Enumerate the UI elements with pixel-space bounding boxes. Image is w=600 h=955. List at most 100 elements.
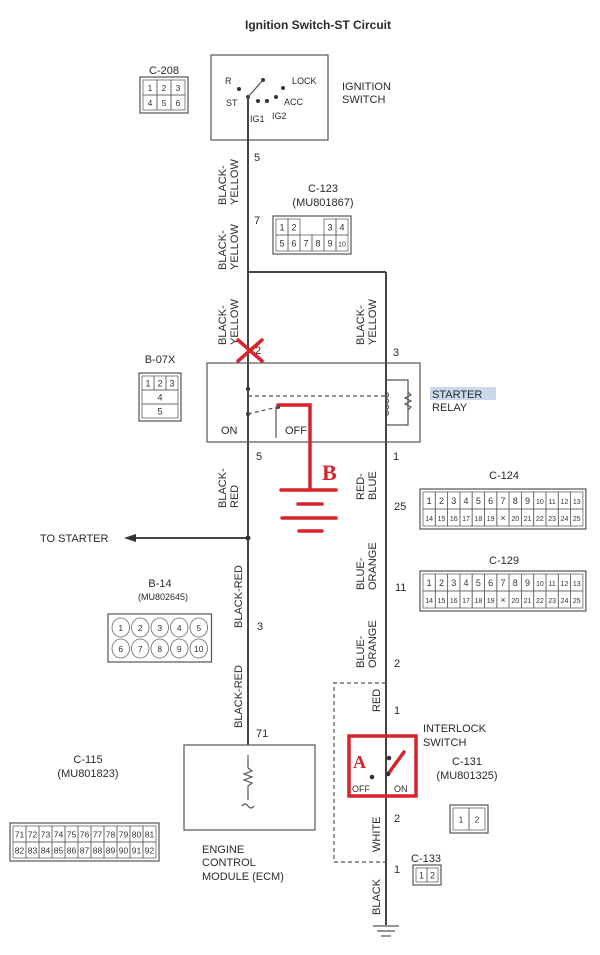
connector-pin-number: 2 (291, 223, 296, 233)
connector-id: B-14 (148, 578, 171, 590)
connector-pin-number: 4 (464, 496, 469, 506)
connector-pin-cell (170, 617, 189, 638)
connector-pin-number: 78 (106, 830, 116, 840)
wire-label: BLACK- (217, 305, 229, 345)
connector-pin-number: 2 (439, 496, 444, 506)
connector-pin-number: 73 (41, 830, 51, 840)
connector-pin-number: 16 (450, 598, 458, 605)
connector-pin-number: 6 (291, 239, 296, 249)
wire-label: BLACK- (217, 165, 229, 205)
ecm-module: ENGINE CONTROL MODULE (ECM) (183, 744, 316, 883)
connector-pin-number: 2 (439, 578, 444, 588)
connector-pin-number: 14 (425, 516, 433, 523)
connector-pin-cell (150, 617, 169, 638)
wire-label: YELLOW (229, 299, 241, 345)
connector-pin-number: 72 (28, 830, 38, 840)
connector-pin-number: 87 (80, 846, 90, 856)
pin-number: 1 (393, 451, 399, 463)
interlock-dashed-outline (333, 682, 386, 863)
connector-pin-number: 3 (157, 623, 162, 633)
pos-lock: LOCK (292, 76, 317, 86)
connector-pin-number: 79 (119, 830, 129, 840)
connector-pin-cell (141, 403, 179, 419)
connector-pin-number: 8 (157, 644, 162, 654)
connector-id: C-124 (489, 470, 519, 482)
pin-number: 5 (254, 152, 260, 164)
wire-label: RED (371, 689, 383, 712)
connector-pin-number: 22 (536, 516, 544, 523)
connector-pin-number: 12 (561, 581, 569, 588)
pin-number: 1 (394, 705, 400, 717)
connector-pin-number: 23 (548, 516, 556, 523)
connector-pin-number: 5 (279, 239, 284, 249)
connector-pin-number: 1 (459, 815, 464, 825)
connector-pin-number: 5 (157, 407, 162, 417)
connector-pin-number: 3 (451, 496, 456, 506)
connector-pin-number: 24 (561, 598, 569, 605)
wire-label: BLACK- (217, 468, 229, 508)
connector-pin-cell (111, 638, 130, 659)
interlock-on-label: ON (394, 784, 408, 794)
connector-pin-number: 25 (573, 598, 581, 605)
connector-part: (MU801867) (292, 197, 353, 209)
ecm-label-3: MODULE (ECM) (202, 871, 284, 883)
starter-relay-label: STARTER (432, 389, 482, 401)
interlock-switch-label-2: SWITCH (423, 737, 466, 749)
pin-number: 2 (394, 813, 400, 825)
connector-pin-number: 82 (15, 846, 25, 856)
connector-pin-number: 7 (138, 644, 143, 654)
connector-pin-cell (170, 94, 186, 111)
pin-number: 3 (257, 621, 263, 633)
connector-pin-number: 11 (549, 581, 556, 588)
wire-label: YELLOW (229, 159, 241, 205)
connector-pin-number: 4 (148, 98, 153, 108)
wire-label: BLUE- (355, 557, 367, 590)
starter-relay-label-2: RELAY (432, 402, 468, 414)
connector-pin-cell (468, 807, 486, 831)
connector-pin-number: 5 (196, 623, 201, 633)
connector-pin-cell (150, 638, 169, 659)
pin-number: 5 (256, 451, 262, 463)
connector-pin-number: 4 (157, 393, 162, 403)
connector-pin-number: × (500, 513, 505, 523)
connector-pin-number: 84 (41, 846, 51, 856)
connector-pin-number: 23 (548, 598, 556, 605)
connector-part: (MU801823) (57, 768, 118, 780)
connector-pin-number: 10 (536, 581, 544, 588)
annotation-b-ground: B (276, 403, 338, 533)
wire-label: BLACK-RED (233, 665, 245, 728)
connector-pin-number: 1 (118, 623, 123, 633)
pos-ig1: IG1 (250, 114, 265, 124)
interlock-off-label: OFF (352, 784, 370, 794)
connector-pin-number: 16 (450, 516, 458, 523)
connector-id: C-133 (411, 853, 441, 865)
connector-pin-number: 85 (54, 846, 64, 856)
wire-label: ORANGE (367, 620, 379, 668)
connector-pin-number: 18 (474, 516, 482, 523)
ignition-switch-label-2: SWITCH (342, 94, 385, 106)
connector-pin-number: 12 (561, 499, 569, 506)
connector-pin-number: 18 (474, 598, 482, 605)
wire-label: BLUE- (355, 635, 367, 668)
connector-pin-number: 83 (28, 846, 38, 856)
connector-pin-number: 9 (525, 578, 530, 588)
connector-pin-cell (131, 617, 150, 638)
connector-pin-cell (570, 590, 584, 609)
connector-pin-number: 7 (303, 239, 308, 249)
connector-pin-number: 11 (549, 499, 556, 506)
connector-pin-number: 22 (536, 598, 544, 605)
wire-label: BLACK- (355, 305, 367, 345)
connector-id: B-07X (145, 354, 176, 366)
wire-label: WHITE (371, 817, 383, 852)
connector-pin-number: 2 (138, 623, 143, 633)
connector-pin-number: 4 (339, 223, 344, 233)
connector-part: (MU801325) (436, 770, 497, 782)
connector-pin-number: 88 (93, 846, 103, 856)
pos-acc: ACC (284, 97, 304, 107)
